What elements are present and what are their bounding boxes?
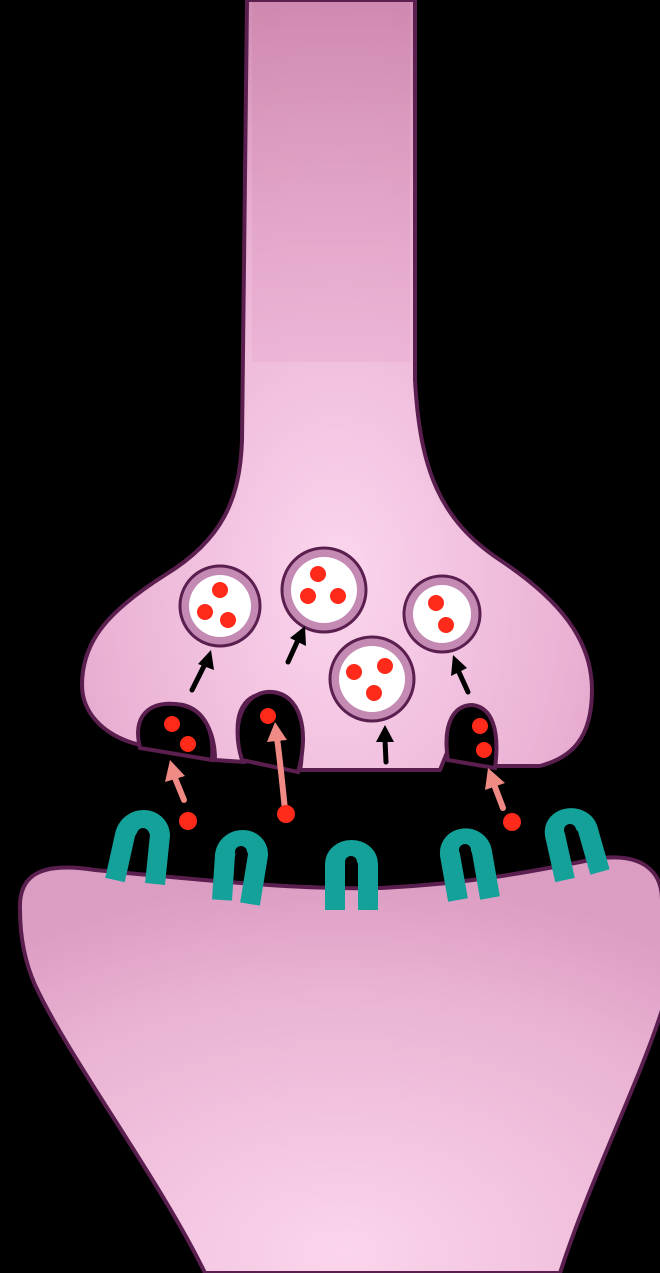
neurotransmitter-dot: [310, 566, 326, 582]
vesicle-4: [330, 637, 414, 721]
reuptake-pit-2: [238, 692, 303, 772]
neurotransmitter-dot: [366, 685, 382, 701]
vesicle-3: [404, 576, 480, 652]
axon-shading: [252, 2, 410, 362]
neurotransmitter-dot: [346, 664, 362, 680]
reuptake-pit-3: [447, 705, 497, 768]
neurotransmitter-dot: [503, 813, 521, 831]
neurotransmitter-dot: [300, 588, 316, 604]
neurotransmitter-dot: [330, 588, 346, 604]
vesicle-1: [180, 566, 260, 646]
reuptake-arrow-3: [485, 768, 505, 808]
neurotransmitter-dot: [220, 612, 236, 628]
neurotransmitter-dot: [179, 812, 197, 830]
neurotransmitter-dot: [164, 716, 180, 732]
neurotransmitter-dot: [377, 658, 393, 674]
reuptake-arrow-1: [165, 760, 185, 800]
neurotransmitter-dot: [428, 595, 444, 611]
cleft-neurotransmitters: [179, 805, 521, 831]
neurotransmitter-dot: [260, 708, 276, 724]
neurotransmitter-dot: [472, 718, 488, 734]
neurotransmitter-dot: [180, 736, 196, 752]
neurotransmitter-dot: [197, 604, 213, 620]
dendrite-body: [20, 857, 660, 1273]
neurotransmitter-dot: [212, 582, 228, 598]
vesicle-2: [282, 548, 366, 632]
neurotransmitter-dot: [476, 742, 492, 758]
neurotransmitter-dot: [277, 805, 295, 823]
neurotransmitter-dot: [438, 617, 454, 633]
postsynaptic-neuron: [20, 857, 660, 1273]
